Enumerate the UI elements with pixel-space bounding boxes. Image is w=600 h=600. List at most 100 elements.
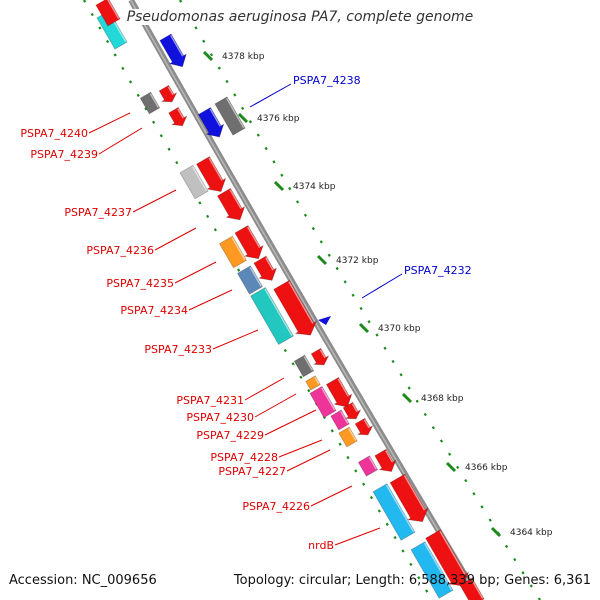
gene-blue-feature (159, 33, 187, 68)
gene-shine (340, 411, 349, 424)
gene-body (179, 164, 209, 200)
gene-label: PSPA7_4227 (218, 465, 286, 478)
gene-shine (264, 288, 293, 337)
gene-label: PSPA7_4238 (293, 74, 361, 87)
gene-shine (403, 475, 426, 511)
gene-shine (303, 356, 313, 371)
gene-shine (368, 456, 377, 470)
scale-tick-label: 4368 kbp (421, 394, 464, 404)
gene-red-feature (273, 279, 318, 336)
scale-tick-label: 4364 kbp (510, 528, 553, 538)
leader-line (254, 393, 297, 418)
scale-tick (358, 322, 370, 334)
gene-body (425, 529, 470, 587)
gene-body (389, 473, 429, 523)
gene-red-feature (374, 448, 397, 472)
leader-line (88, 112, 131, 134)
leader-line (154, 227, 197, 251)
gene-orange-feature (305, 375, 321, 391)
leader-line (132, 189, 177, 213)
gene-pspa7-4232 (318, 316, 331, 325)
gene-orange-feature (338, 426, 358, 448)
gene-body (253, 255, 278, 281)
gene-orange-feature (218, 235, 248, 269)
leader-line (278, 439, 323, 458)
leader-line (310, 485, 353, 507)
gene-magenta-feature (357, 455, 379, 477)
gene-shine (265, 257, 274, 271)
scale-tick (202, 50, 214, 62)
gene-body (273, 279, 318, 336)
leader-line (286, 449, 331, 472)
gene-label: PSPA7_4235 (106, 277, 174, 290)
gene-label: PSPA7_4237 (64, 206, 132, 219)
gene-red-feature (216, 187, 246, 221)
gene-body (218, 235, 248, 269)
scale-tick-label: 4378 kbp (222, 52, 265, 62)
gene-shine (208, 157, 223, 181)
gene-shine (249, 266, 262, 287)
gene-label: PSPA7_4234 (120, 304, 188, 317)
gene-red-feature (459, 577, 485, 600)
gene-body (168, 106, 188, 127)
gene-shine (321, 387, 336, 411)
outer-dotted-track (179, 0, 541, 600)
gene-red-feature (195, 156, 227, 193)
scale-tick-label: 4366 kbp (465, 463, 508, 473)
gene-shine (246, 226, 261, 249)
gene-red-feature (325, 376, 353, 408)
gene-red-feature (425, 529, 470, 587)
gene-body (357, 455, 379, 477)
backbone-highlight (129, 0, 480, 600)
gene-blue-feature (197, 106, 225, 138)
gene-shine (229, 189, 242, 210)
gene-red-feature (95, 0, 121, 27)
gene-shine (149, 93, 159, 108)
gene-body (309, 385, 337, 419)
gene-red-feature (310, 347, 330, 366)
gene-teal-feature (250, 286, 294, 346)
gene-label: PSPA7_4239 (30, 148, 98, 161)
gene-body (374, 448, 397, 472)
scale-tick (273, 180, 285, 192)
scale-tick (237, 112, 249, 124)
gene-red-feature (234, 224, 264, 260)
gene-body (197, 106, 225, 138)
gene-magenta-feature (309, 385, 337, 419)
gene-label: PSPA7_4236 (86, 244, 154, 257)
gene-body (342, 401, 362, 420)
gene-shine (231, 237, 246, 261)
gene-shine (423, 542, 453, 591)
gene-magenta-feature (330, 409, 350, 431)
leader-line (334, 527, 381, 546)
gene-skyblue-feature (410, 541, 454, 599)
gene-shine (191, 166, 208, 192)
gene-body (410, 541, 454, 599)
gene-shine (177, 108, 184, 119)
gene-red-feature (168, 106, 188, 127)
gene-shine (471, 579, 484, 599)
scale-tick (401, 392, 413, 404)
accession-text: Accession: NC_009656 (9, 573, 157, 588)
gene-label: PSPA7_4228 (210, 451, 278, 464)
gene-label: nrdB (308, 539, 334, 552)
scale-tick-label: 4374 kbp (293, 182, 336, 192)
gene-body (95, 0, 121, 27)
scale-tick (445, 461, 457, 473)
gene-red-feature (342, 401, 362, 420)
scale-tick (490, 526, 502, 538)
gene-label: PSPA7_4232 (404, 264, 472, 277)
gene-label: PSPA7_4231 (176, 394, 244, 407)
gene-shine (314, 376, 320, 385)
leader-line (244, 377, 285, 401)
leader-line (212, 329, 259, 350)
gene-steel-feature (236, 265, 264, 295)
gene-body (310, 347, 330, 366)
gene-shine (170, 35, 184, 57)
gene-body (159, 33, 187, 68)
gene-label: PSPA7_4230 (186, 411, 254, 424)
gene-red-feature (354, 417, 374, 436)
leader-line (361, 273, 403, 299)
scale-tick-label: 4370 kbp (378, 324, 421, 334)
gene-gray-feature (293, 354, 315, 378)
